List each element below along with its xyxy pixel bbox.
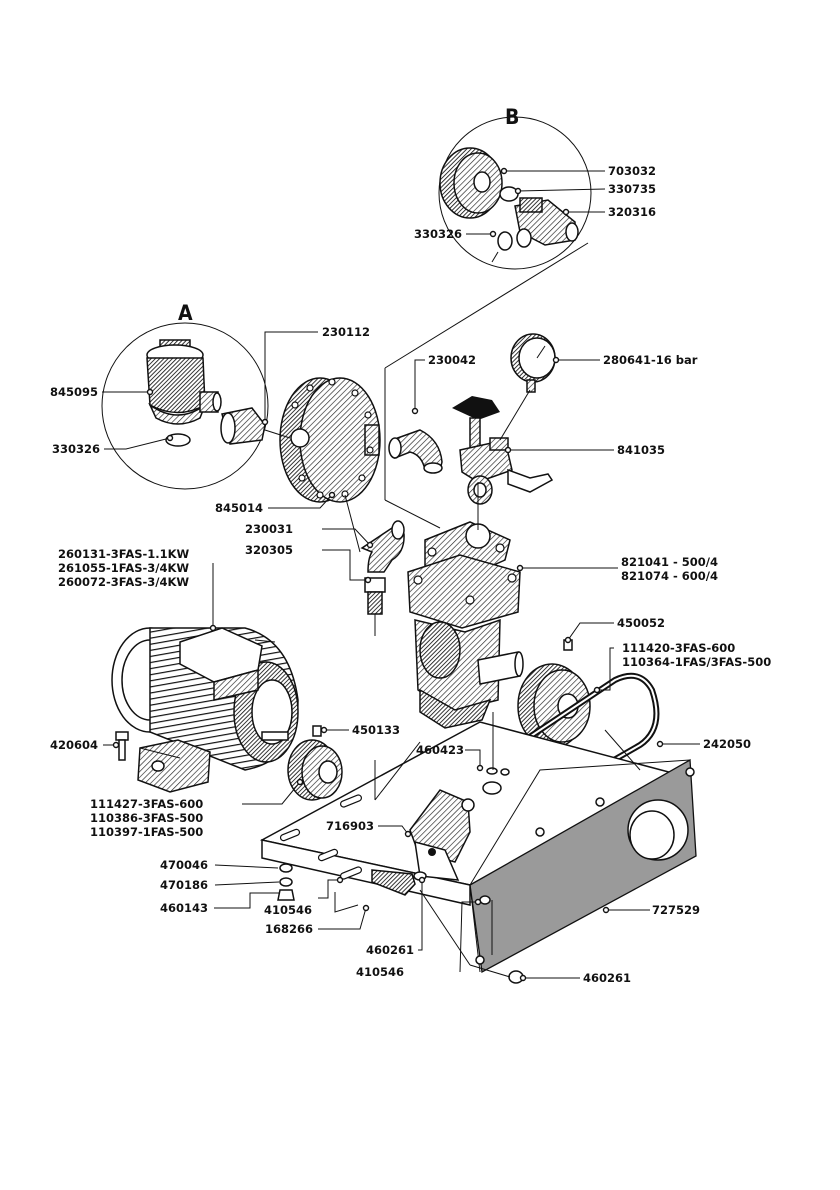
part-labels: 703032 330735 320316 330326 230112 84509… [50, 164, 771, 985]
oring-330735-shape [499, 186, 519, 202]
detail-b-tee [514, 197, 579, 248]
label-330326-a: 330326 [52, 442, 100, 456]
detail-b-group: B [438, 105, 592, 270]
gauge-280641-shape [510, 333, 556, 393]
motor-pulley-shape [287, 725, 343, 801]
label-pump-2: 821074 - 600/4 [621, 569, 718, 583]
label-470186: 470186 [160, 878, 208, 892]
nipple-230112-shape [220, 407, 266, 445]
label-pulley-1: 111420-3FAS-600 [622, 641, 735, 655]
label-320316: 320316 [608, 205, 656, 219]
detail-a-group: A [101, 301, 269, 490]
washer-stack-shape [277, 863, 295, 901]
label-460143: 460143 [160, 901, 208, 915]
label-230112: 230112 [322, 325, 370, 339]
label-230031: 230031 [245, 522, 293, 536]
label-280641: 280641-16 bar [603, 353, 698, 367]
label-motor-pulley-1: 111427-3FAS-600 [90, 797, 203, 811]
label-motor-2: 261055-1FAS-3/4KW [58, 561, 189, 575]
label-703032: 703032 [608, 164, 656, 178]
label-330326-b: 330326 [414, 227, 462, 241]
detail-b-flange [439, 147, 503, 219]
label-motor-3: 260072-3FAS-3/4KW [58, 575, 189, 589]
pump-head-845014-shape [279, 377, 381, 503]
label-450052: 450052 [617, 616, 665, 630]
pump-pulley-shape [517, 639, 591, 749]
label-460261-a: 460261 [366, 943, 414, 957]
label-motor-pulley-3: 110397-1FAS-500 [90, 825, 203, 839]
pump-821041-shape [407, 521, 524, 729]
detail-a-letter: A [178, 301, 193, 325]
label-841035: 841035 [617, 443, 665, 457]
label-410546-b: 410546 [356, 965, 404, 979]
label-330735: 330735 [608, 182, 656, 196]
label-450133: 450133 [352, 723, 400, 737]
guard-727529-shape [469, 758, 697, 974]
label-460423: 460423 [416, 743, 464, 757]
construction-lines [139, 242, 641, 978]
label-460261-b: 460261 [583, 971, 631, 985]
motor-shape [111, 627, 299, 793]
label-320305: 320305 [245, 543, 293, 557]
leader-lines [102, 170, 700, 979]
label-pump-1: 821041 - 500/4 [621, 555, 718, 569]
label-727529: 727529 [652, 903, 700, 917]
label-410546-a: 410546 [264, 903, 312, 917]
label-420604: 420604 [50, 738, 98, 752]
label-230042: 230042 [428, 353, 476, 367]
link-arm-shape [371, 869, 416, 896]
label-168266: 168266 [265, 922, 313, 936]
detail-b-letter: B [505, 105, 519, 129]
label-845095: 845095 [50, 385, 98, 399]
bolt-420604-shape [115, 731, 129, 761]
oring-330326-b-shape [497, 231, 513, 251]
label-470046: 470046 [160, 858, 208, 872]
nut-460423-shape [482, 767, 510, 795]
label-motor-pulley-2: 110386-3FAS-500 [90, 811, 203, 825]
leader-points [112, 167, 664, 982]
label-845014: 845014 [215, 501, 263, 515]
valve-841035-shape [452, 396, 554, 505]
label-716903: 716903 [326, 819, 374, 833]
elbow-230031-shape [360, 520, 405, 573]
filter-845095-shape [146, 339, 222, 425]
label-motor-1: 260131-3FAS-1.1KW [58, 547, 190, 561]
nipple-320305-shape [364, 577, 386, 636]
elbow-230042-shape [388, 429, 443, 474]
label-242050: 242050 [703, 737, 751, 751]
bracket-716903-shape [409, 789, 475, 881]
label-pulley-2: 110364-1FAS/3FAS-500 [622, 655, 771, 669]
